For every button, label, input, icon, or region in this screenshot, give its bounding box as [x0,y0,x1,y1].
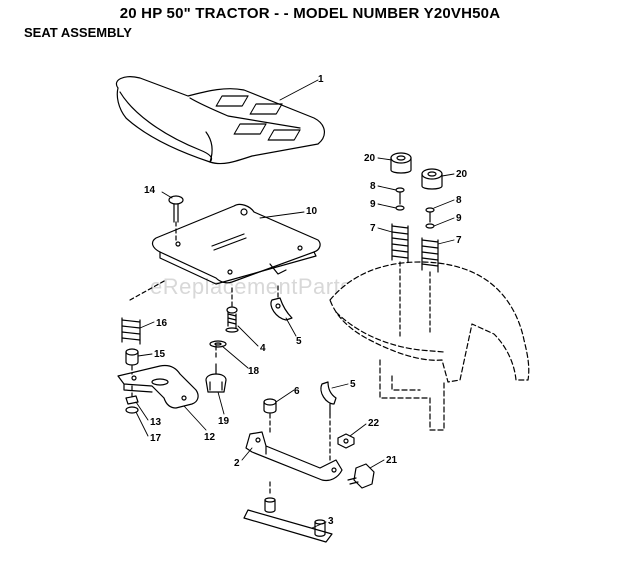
knob-bolt-part [347,463,375,489]
hex-nut-part [337,433,355,449]
callout-5-upper: 5 [296,336,302,347]
callout-7-left: 7 [370,223,376,234]
spring-part [121,317,141,345]
callout-8-right: 8 [456,195,462,206]
lower-bracket-part [245,413,343,482]
callout-9-right: 9 [456,213,462,224]
base-plate-part [243,481,333,543]
section-title: SEAT ASSEMBLY [24,25,132,40]
carriage-bolt-part [168,195,184,223]
spacer-left-part [390,152,412,174]
seat-part [115,76,325,165]
bushing-part [125,348,139,366]
diagram-title: 20 HP 50" TRACTOR - - MODEL NUMBER Y20VH… [119,5,501,22]
callout-14: 14 [144,185,156,196]
seat-bracket-part [117,364,199,409]
callout-20-right: 20 [456,169,468,180]
adjustment-knob-part [205,363,227,393]
callout-1: 1 [318,74,324,85]
tractor-fender-outline [329,261,530,431]
callout-8-left: 8 [370,181,376,192]
spring-stack-right [421,207,439,335]
nut-washer-part [125,395,139,414]
callout-leaders [135,79,455,529]
callout-15: 15 [154,349,166,360]
callout-4: 4 [260,343,266,354]
callout-18: 18 [248,366,260,377]
assembly-guide-lines [129,221,279,397]
washer-part [209,340,227,348]
callout-13: 13 [150,417,162,428]
callout-9-left: 9 [370,199,376,210]
callout-19: 19 [218,416,230,427]
spring-stack-left [391,187,409,337]
bushing-lower-part [263,398,277,414]
callout-17: 17 [150,433,162,444]
callout-6: 6 [294,386,300,397]
seat-plate-part [151,203,321,285]
callout-7-right: 7 [456,235,462,246]
callout-3: 3 [328,516,334,527]
latch-clip-part [270,297,293,321]
callout-5-lower: 5 [350,379,356,390]
bolt-part [225,306,239,333]
callout-21: 21 [386,455,398,466]
latch-clip-lower-part [320,381,337,415]
callout-10: 10 [306,206,318,217]
callout-16: 16 [156,318,168,329]
spacer-right-part [421,168,443,190]
callout-20-left: 20 [364,153,376,164]
callout-2: 2 [234,458,240,469]
callout-22: 22 [368,418,380,429]
callout-12: 12 [204,432,216,443]
callout-labels: 1 14 10 20 20 8 8 9 9 7 7 16 15 4 5 5 18… [144,74,468,527]
